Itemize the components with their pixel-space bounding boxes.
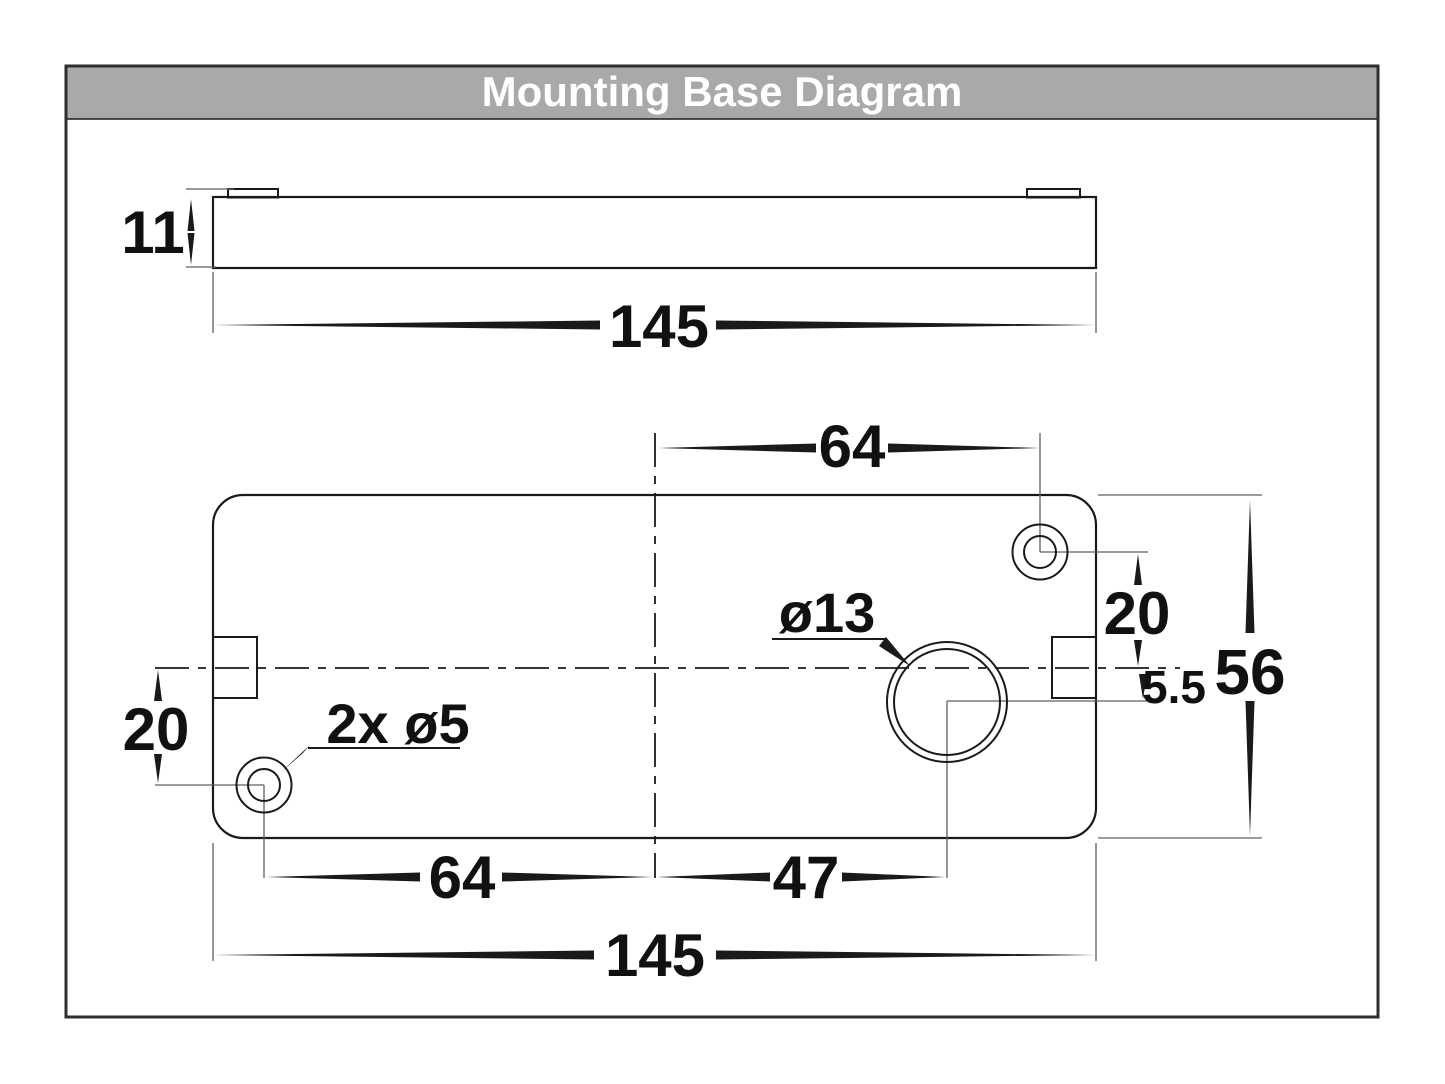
callout-mounting-holes: 2x ø5 (280, 692, 470, 773)
dim-overall-height: 56 (1214, 500, 1286, 836)
mounting-hole-bottom-left (235, 756, 293, 814)
dim-large-hole-offset: 5.5 (1139, 661, 1206, 713)
mounting-hole-inner (247, 768, 281, 802)
label-large-hole-diameter: ø13 (779, 581, 876, 644)
dim-taper-left (266, 872, 420, 882)
mounting-hole-inner (1023, 535, 1057, 569)
dim-side-thickness: 11 (121, 199, 195, 266)
dim-taper-left (213, 950, 594, 960)
dim-label-top-hole-offset: 64 (819, 413, 886, 480)
dim-arrow-down (154, 754, 162, 783)
side-view-body (211, 195, 1098, 270)
dim-top-hole-offset: 64 (658, 413, 1040, 480)
dim-taper-left (213, 320, 600, 330)
dim-label-side-width: 145 (609, 293, 709, 360)
leader-arrow (280, 745, 310, 773)
dim-taper-down (1245, 701, 1255, 836)
page-frame: Mounting Base Diagram (64, 64, 1380, 1019)
dim-arrow-up (154, 670, 162, 701)
dim-taper-up (1245, 500, 1255, 633)
dim-overall-width: 145 (213, 922, 1096, 989)
leader-arrow (879, 637, 910, 666)
dim-taper-right (716, 950, 1096, 960)
label-mounting-holes: 2x ø5 (326, 692, 469, 755)
dim-label-bottom-left-hole-offset: 64 (429, 844, 496, 911)
dim-arrow-down (1139, 674, 1147, 699)
dim-bottom-left-hole-offset: 64 (266, 844, 653, 911)
dim-left-hole-offset: 20 (123, 670, 190, 783)
dim-taper-right (888, 443, 1040, 453)
dim-taper-left (658, 443, 816, 453)
dim-label-large-hole-offset: 5.5 (1142, 661, 1206, 713)
dim-taper-right (716, 320, 1096, 330)
plate-notch-right (1051, 636, 1097, 699)
dim-label-overall-width: 145 (605, 922, 705, 989)
dim-taper-right (502, 872, 653, 882)
dim-bottom-large-hole-offset: 47 (657, 844, 945, 911)
side-view-tab-left (227, 188, 279, 199)
large-hole (886, 641, 1008, 763)
plate-notch-left (212, 636, 258, 699)
dim-side-width: 145 (213, 293, 1096, 360)
dim-label-bottom-large-hole-offset: 47 (773, 844, 840, 911)
plan-view: 64 20 5.5 56 20 ø13 (123, 413, 1286, 989)
page-title: Mounting Base Diagram (482, 68, 963, 115)
border-frame (64, 64, 1380, 1019)
side-view-tab-right (1026, 188, 1081, 199)
callout-large-hole: ø13 (772, 581, 910, 666)
dim-arrow-up (1134, 554, 1142, 585)
header-bar (66, 66, 1378, 119)
large-hole-outer (886, 641, 1008, 763)
mounting-hole-top-right (1011, 523, 1069, 581)
dim-label-right-hole-offset: 20 (1104, 580, 1171, 647)
mounting-hole-outer (1011, 523, 1069, 581)
side-view: 11 145 (121, 188, 1098, 360)
dim-label-left-hole-offset: 20 (123, 696, 190, 763)
mounting-hole-outer (235, 756, 293, 814)
dim-label-overall-height: 56 (1214, 636, 1285, 708)
dim-label-side-thickness: 11 (121, 199, 184, 266)
dim-right-hole-offset: 20 (1104, 554, 1171, 666)
dim-arrow-down (1134, 640, 1142, 666)
dim-taper-right (842, 872, 945, 882)
large-hole-inner (893, 648, 1001, 756)
plan-view-plate (211, 493, 1098, 840)
dim-arrow-up (187, 199, 195, 231)
dim-arrow-down (187, 233, 195, 265)
dim-taper-left (657, 872, 770, 882)
